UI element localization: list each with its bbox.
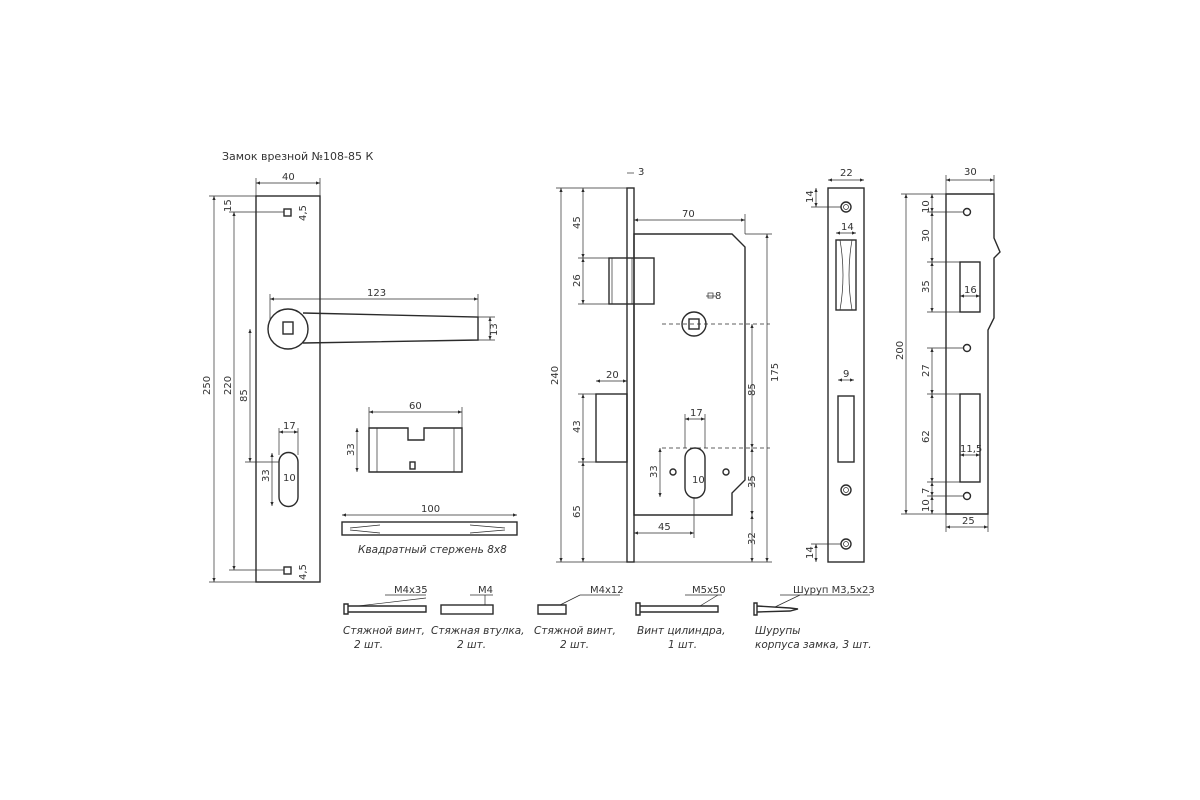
dim-strike-d35: 35 bbox=[921, 280, 932, 293]
accessory-size: М4 bbox=[478, 585, 493, 596]
dim-backset: 70 bbox=[682, 209, 695, 220]
accessory-size: М4х12 bbox=[590, 585, 624, 596]
dim-spindle-length: 100 bbox=[421, 504, 440, 515]
handle-plate: 40 250 220 15 85 123 13 17 33 10 4,5 4,5 bbox=[202, 172, 500, 583]
drawing-title: Замок врезной №108-85 К bbox=[222, 150, 374, 163]
lever-rose bbox=[267, 308, 309, 350]
dim-top-offset: 15 bbox=[223, 199, 234, 212]
accessory-caption: Винт цилиндра, bbox=[637, 625, 725, 637]
dim-spindle-square: 8 bbox=[715, 291, 721, 302]
dim-faceplate-thk: 3 bbox=[638, 167, 644, 178]
accessory-caption: Шурупы bbox=[755, 625, 800, 637]
dim-keyhole-width: 17 bbox=[283, 421, 296, 432]
accessory-qty: 2 шт. bbox=[354, 639, 383, 651]
accessory-sleeve-m4: М4 Стяжная втулка, 2 шт. bbox=[431, 585, 525, 651]
dim-cylinder-height: 33 bbox=[346, 443, 357, 456]
accessory-caption: Стяжной винт, bbox=[343, 625, 425, 637]
accessory-screw-m4x12: М4х12 Стяжной винт, 2 шт. bbox=[534, 585, 624, 651]
dim-spindle-height: 175 bbox=[770, 363, 781, 382]
accessory-qty: 2 шт. bbox=[560, 639, 589, 651]
dim-cyl-backset: 45 bbox=[658, 522, 671, 533]
dim-bottom: 32 bbox=[747, 532, 758, 545]
dim-top-hole-size: 4,5 bbox=[298, 205, 309, 221]
bottom-screw-hole bbox=[283, 566, 292, 575]
dim-faceplate-top: 14 bbox=[805, 190, 816, 203]
dim-strike-d10b: 10 bbox=[921, 499, 932, 512]
spindle: 100 Квадратный стержень 8х8 bbox=[341, 504, 518, 556]
dim-cyl-circle: 10 bbox=[692, 475, 705, 486]
accessory-qty: корпуса замка, 3 шт. bbox=[755, 639, 872, 651]
dim-screw-offset: 35 bbox=[747, 475, 758, 488]
dim-strike-d62: 62 bbox=[921, 430, 932, 443]
accessory-size: М5х50 bbox=[692, 585, 726, 596]
dim-cyl-height: 33 bbox=[649, 465, 660, 478]
accessory-size: Шуруп М3,5х23 bbox=[793, 585, 875, 596]
dim-faceplate-bolt: 9 bbox=[843, 369, 849, 380]
dim-cyl-width: 17 bbox=[690, 408, 703, 419]
dim-strike-d10: 10 bbox=[921, 200, 932, 213]
dim-bolt-throw: 20 bbox=[606, 370, 619, 381]
dim-strike-d7: 7 bbox=[921, 488, 932, 494]
dim-distance: 85 bbox=[747, 383, 758, 396]
plate-keyhole bbox=[278, 451, 299, 508]
dim-keyhole-circle: 10 bbox=[283, 473, 296, 484]
dim-faceplate-latch: 14 bbox=[841, 222, 854, 233]
accessory-caption: Стяжная втулка, bbox=[431, 625, 525, 637]
dim-plate-width: 40 bbox=[282, 172, 295, 183]
top-screw-hole bbox=[283, 208, 292, 217]
accessory-wood-screw: Шуруп М3,5х23 Шурупы корпуса замка, 3 шт… bbox=[753, 585, 875, 651]
dim-strike-height: 200 bbox=[895, 341, 906, 360]
strike-bolt-opening bbox=[959, 393, 981, 483]
dim-holes-distance: 220 bbox=[223, 376, 234, 395]
dim-strike-w25: 25 bbox=[962, 516, 975, 527]
lock-case bbox=[633, 233, 746, 516]
deadbolt bbox=[595, 393, 628, 463]
dim-spindle-cyl: 85 bbox=[239, 389, 250, 402]
cylinder: 60 33 bbox=[346, 401, 463, 473]
strike-latch-opening bbox=[959, 261, 981, 313]
dim-lever-height: 13 bbox=[489, 323, 500, 336]
accessory-qty: 2 шт. bbox=[457, 639, 486, 651]
accessory-qty: 1 шт. bbox=[668, 639, 697, 651]
strike-plate: 30 200 10 30 35 16 27 62 11,5 7 10 25 bbox=[895, 167, 1001, 532]
dim-bolt-height: 43 bbox=[572, 420, 583, 433]
dim-lock-height: 240 bbox=[550, 366, 561, 385]
dim-faceplate-width: 22 bbox=[840, 168, 853, 179]
dim-latch-offset: 45 bbox=[572, 216, 583, 229]
dim-strike-w16: 16 bbox=[964, 285, 977, 296]
faceplate-latch-slot bbox=[835, 239, 857, 311]
dim-plate-height: 250 bbox=[202, 376, 213, 395]
lock-body: 3 70 240 45 26 43 65 20 8 175 85 35 32 bbox=[550, 167, 781, 563]
accessory-size: М4х35 bbox=[394, 585, 428, 596]
faceplate-front: 22 14 9 14 14 bbox=[805, 168, 865, 563]
dim-lever-length: 123 bbox=[367, 288, 386, 299]
dim-faceplate-bottom: 14 bbox=[805, 546, 816, 559]
dim-latch-height: 26 bbox=[572, 274, 583, 287]
accessory-caption: Стяжной винт, bbox=[534, 625, 616, 637]
dim-strike-width: 30 bbox=[964, 167, 977, 178]
spindle-caption: Квадратный стержень 8х8 bbox=[358, 544, 507, 556]
lock-faceplate bbox=[626, 187, 635, 563]
cylinder-cutout bbox=[684, 447, 706, 499]
latch-bolt bbox=[608, 257, 655, 305]
accessory-screw-m4x35: М4х35 Стяжной винт, 2 шт. bbox=[343, 585, 428, 651]
accessory-screw-m5x50: М5х50 Винт цилиндра, 1 шт. bbox=[635, 585, 726, 651]
dim-strike-d27: 27 bbox=[921, 364, 932, 377]
dim-strike-d30: 30 bbox=[921, 229, 932, 242]
dim-bottom-offset: 65 bbox=[572, 505, 583, 518]
dim-cylinder-length: 60 bbox=[409, 401, 422, 412]
dim-keyhole-height: 33 bbox=[261, 469, 272, 482]
dim-bottom-hole-size: 4,5 bbox=[298, 564, 309, 580]
dim-strike-w115: 11,5 bbox=[960, 444, 982, 455]
faceplate-bolt-slot bbox=[837, 395, 855, 463]
